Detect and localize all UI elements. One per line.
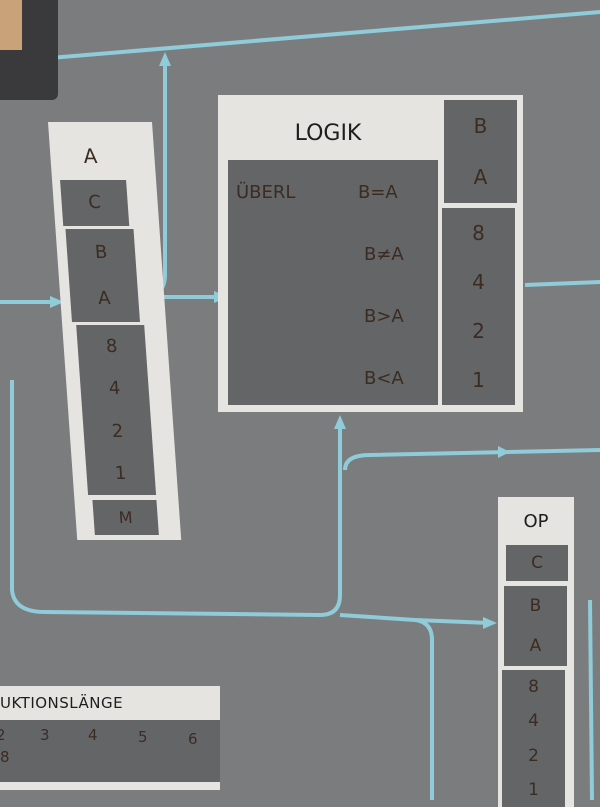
op-group-ba: B A — [504, 586, 567, 666]
bit-1[interactable]: 1 — [114, 463, 128, 485]
bit-2[interactable]: 2 — [472, 319, 485, 344]
op-cell-c[interactable]: C — [506, 545, 568, 581]
register-a-cell-c[interactable]: C — [60, 180, 130, 226]
logik-cell-b[interactable]: B — [473, 113, 488, 138]
arrow-up-icon — [159, 52, 171, 66]
arrow-right-icon — [50, 296, 64, 308]
length-8[interactable]: 8 — [0, 748, 10, 766]
instruction-length-title: UKTIONSLÄNGE — [0, 694, 124, 712]
bus-line-edge — [588, 599, 594, 800]
foam-object — [0, 0, 58, 100]
register-a-title: A — [82, 144, 99, 168]
arrow-right-icon — [483, 617, 497, 629]
length-4[interactable]: 4 — [88, 726, 98, 744]
overflow-label[interactable]: ÜBERL — [236, 182, 296, 203]
logik-ba: B A — [444, 100, 517, 203]
bit-2[interactable]: 2 — [528, 745, 539, 766]
op-bits: 8 4 2 1 — [502, 670, 565, 807]
logik-bits: 8 4 2 1 — [442, 208, 515, 405]
bit-4[interactable]: 4 — [528, 711, 539, 732]
register-a-cell-b[interactable]: B — [94, 241, 109, 263]
register-a-cell-a[interactable]: A — [97, 288, 112, 310]
logik-panel: LOGIK ÜBERL B=A B≠A B>A B<A B A 8 4 2 1 — [218, 95, 523, 412]
bit-8[interactable]: 8 — [105, 335, 119, 357]
register-a-cell-m[interactable]: M — [92, 500, 159, 535]
logik-cell-a[interactable]: A — [473, 165, 488, 190]
length-6[interactable]: 6 — [188, 730, 198, 748]
cond-not-equal[interactable]: B≠A — [364, 244, 404, 265]
bit-1[interactable]: 1 — [472, 368, 485, 393]
bus-line-into-op — [414, 618, 491, 625]
cond-less[interactable]: B<A — [364, 368, 404, 389]
bit-2[interactable]: 2 — [111, 420, 125, 442]
logik-conditions: ÜBERL B=A B≠A B>A B<A — [228, 160, 438, 405]
bus-line-top — [49, 10, 600, 60]
logik-title: LOGIK — [294, 121, 362, 146]
op-title: OP — [523, 511, 549, 532]
op-cell-a[interactable]: A — [529, 636, 542, 656]
op-cell-b[interactable]: B — [529, 596, 542, 616]
instruction-length-panel: UKTIONSLÄNGE 2 3 4 5 6 8 — [0, 686, 220, 790]
bit-4[interactable]: 4 — [472, 269, 485, 294]
bit-8[interactable]: 8 — [528, 677, 539, 698]
length-3[interactable]: 3 — [40, 726, 50, 744]
cond-equal[interactable]: B=A — [358, 182, 398, 203]
length-5[interactable]: 5 — [138, 728, 148, 746]
wood-block — [0, 0, 22, 50]
register-a-bits: 8 4 2 1 — [76, 325, 157, 495]
instruction-length-row: 2 3 4 5 6 8 — [0, 720, 220, 782]
bus-line-bottom-loop — [10, 380, 342, 618]
cond-greater[interactable]: B>A — [364, 306, 404, 327]
bit-1[interactable]: 1 — [528, 779, 539, 800]
bit-8[interactable]: 8 — [472, 220, 485, 245]
bus-line-down — [339, 613, 434, 800]
register-op: OP C B A 8 4 2 1 — [498, 497, 574, 807]
arrow-up-icon — [334, 415, 346, 429]
length-2[interactable]: 2 — [0, 726, 6, 744]
arrow-right-icon — [498, 446, 510, 458]
bit-4[interactable]: 4 — [108, 378, 122, 400]
bus-line-right — [343, 448, 600, 471]
register-a-group-ba: B A — [65, 229, 140, 322]
bus-line-logik-out — [524, 280, 600, 287]
